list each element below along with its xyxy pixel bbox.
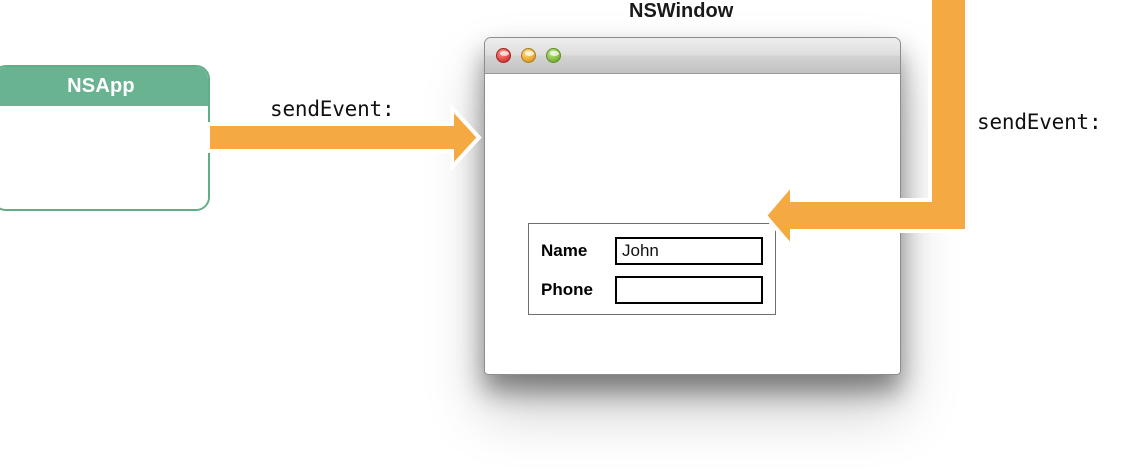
macos-window: Name John Phone bbox=[484, 37, 901, 375]
traffic-light-group bbox=[496, 48, 561, 63]
name-field[interactable]: John bbox=[615, 236, 763, 265]
sendevent-label-left: sendEvent: bbox=[270, 97, 395, 121]
phone-label: Phone bbox=[541, 279, 593, 299]
zoom-button-icon[interactable] bbox=[546, 48, 561, 63]
phone-field[interactable] bbox=[615, 275, 763, 304]
minimize-button-icon[interactable] bbox=[521, 48, 536, 63]
window-titlebar[interactable] bbox=[485, 38, 900, 74]
contact-form-panel: Name John Phone bbox=[528, 223, 776, 315]
nswindow-label: NSWindow bbox=[629, 0, 734, 22]
window-content-area: Name John Phone bbox=[485, 74, 900, 374]
nsapp-header: NSApp bbox=[0, 67, 208, 106]
nsapp-body bbox=[0, 106, 208, 209]
close-button-icon[interactable] bbox=[496, 48, 511, 63]
name-label: Name bbox=[541, 240, 588, 260]
sendevent-label-right: sendEvent: bbox=[977, 110, 1102, 134]
form-row-name: Name John bbox=[541, 235, 763, 266]
nsapp-title: NSApp bbox=[67, 75, 135, 97]
form-row-phone: Phone bbox=[541, 274, 763, 305]
nsapp-box: NSApp bbox=[0, 65, 210, 211]
